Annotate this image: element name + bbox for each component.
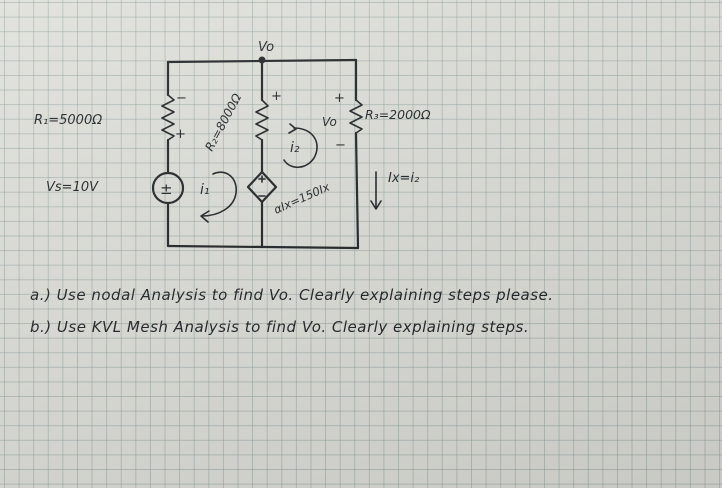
dependent-source-polarity: [258, 175, 266, 197]
vo-plus: +: [334, 91, 345, 106]
mesh-i2-arrowhead: [288, 123, 297, 134]
mesh-i2-label: i₂: [290, 140, 300, 156]
r1-minus: −: [176, 91, 187, 106]
mesh-i1-arrowhead: [200, 210, 210, 223]
resistor-r3: [349, 99, 363, 134]
r2-plus: +: [271, 89, 282, 104]
node-label-vo: Vo: [258, 40, 274, 55]
mesh-i1-label: i₁: [200, 182, 210, 198]
r2-label: R₂=8000Ω: [202, 91, 244, 154]
resistor-r1: [161, 94, 175, 141]
dependent-source-label: αIx=150Ix: [272, 180, 332, 217]
ix-arrow: [370, 171, 382, 210]
question-b: b.) Use KVL Mesh Analysis to find Vo. Cl…: [30, 318, 530, 336]
mesh-i2-loop: [283, 127, 318, 169]
resistor-r2: [255, 99, 269, 141]
vs-polarity: ±: [160, 180, 173, 198]
r1-label: R₁=5000Ω: [34, 113, 102, 128]
r3-label: R₃=2000Ω: [365, 107, 431, 122]
ix-relation: Ix=i₂: [388, 171, 419, 186]
mesh-i1-loop: [201, 171, 237, 217]
question-a: a.) Use nodal Analysis to find Vo. Clear…: [30, 286, 554, 304]
right-wire-bottom: [354, 131, 360, 250]
vs-label: Vs=10V: [46, 180, 99, 195]
vo-label-right: Vo: [322, 115, 337, 129]
vo-minus: −: [335, 138, 346, 153]
r1-plus: +: [175, 127, 186, 142]
